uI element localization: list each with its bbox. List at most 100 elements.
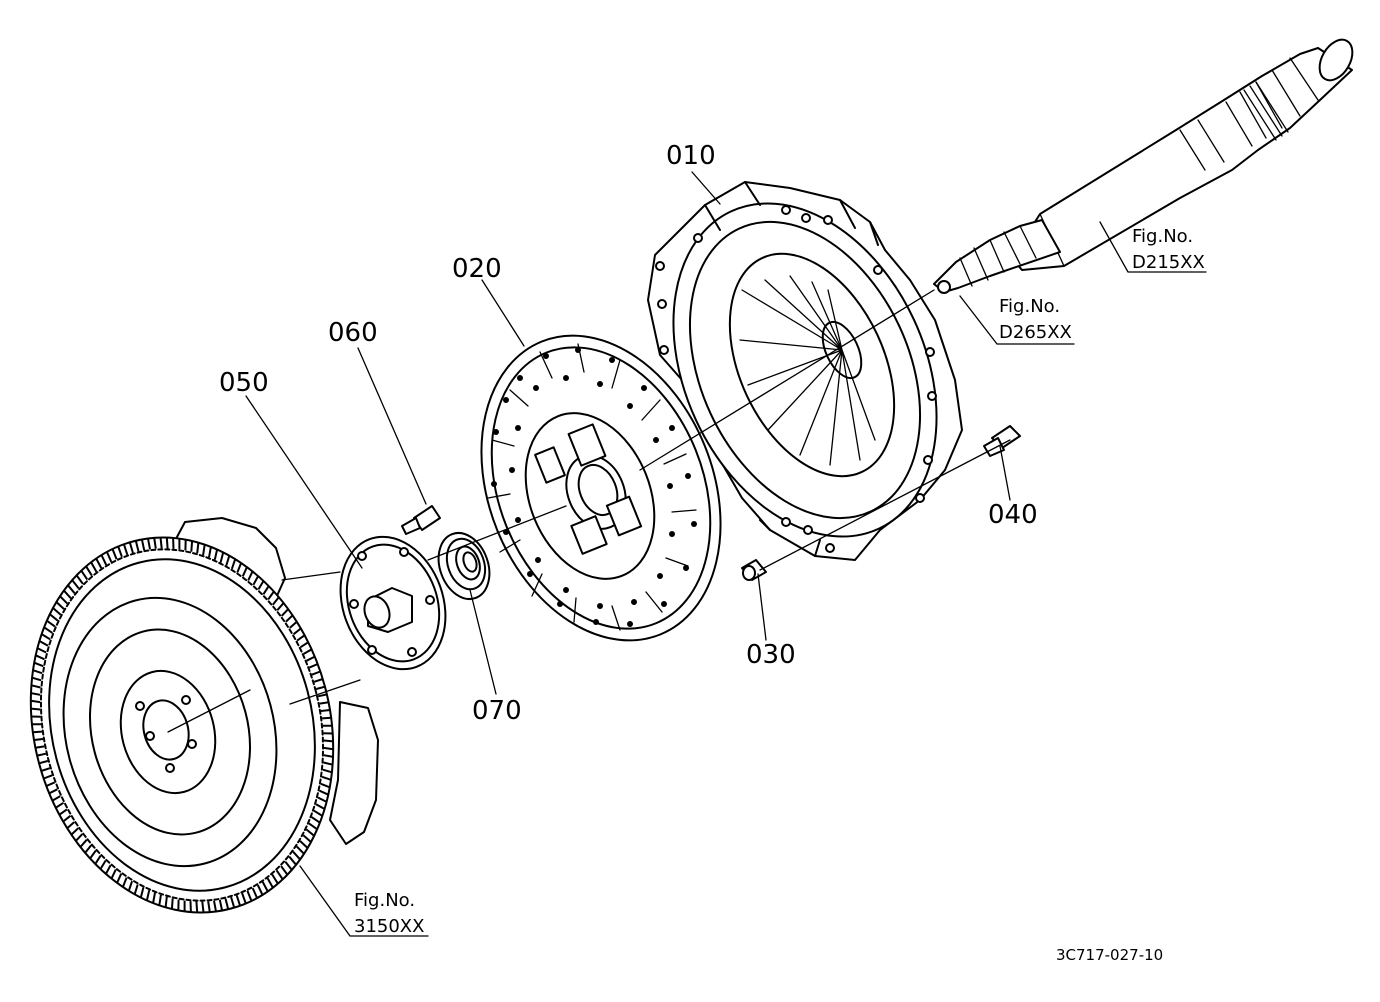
ring-gear-tooth: [45, 781, 55, 787]
ring-gear-tooth: [299, 840, 309, 849]
ring-gear-tooth: [35, 654, 45, 661]
ring-gear-tooth: [295, 845, 305, 855]
ring-gear-tooth: [105, 551, 113, 563]
drawing-code: 3C717-027-10: [1056, 946, 1163, 964]
ring-gear-tooth: [319, 789, 329, 796]
ring-gear-tooth: [313, 678, 324, 683]
ring-gear-tooth: [323, 746, 334, 751]
ring-gear-tooth: [267, 590, 275, 600]
fig-ref-d215-caption: Fig.No.: [1132, 226, 1193, 247]
ring-gear-tooth: [280, 608, 289, 617]
clutch-disc: [480, 334, 722, 642]
ring-gear-tooth: [147, 538, 151, 550]
ring-gear-tooth: [311, 670, 321, 676]
ring-gear-tooth: [309, 663, 319, 669]
ring-gear-tooth: [40, 767, 51, 772]
ring-gear-tooth: [251, 887, 259, 899]
ring-gear-tooth: [128, 542, 134, 554]
spline-shaft: [933, 219, 1061, 294]
ring-gear-tooth: [311, 816, 321, 824]
ring-gear-tooth: [241, 892, 247, 904]
assembly-axis-lines: [167, 289, 1011, 733]
ring-gear-tooth: [31, 684, 41, 689]
ring-gear-tooth: [75, 833, 84, 842]
label-070: 070: [472, 696, 522, 726]
ring-gear-tooth: [288, 856, 297, 866]
ring-gear-tooth: [58, 808, 68, 816]
ring-gear-tooth: [30, 692, 41, 696]
ring-gear-tooth: [95, 558, 103, 569]
ring-gear-tooth: [55, 801, 65, 809]
ring-gear-tooth: [111, 548, 118, 560]
ring-gear-tooth: [85, 565, 93, 577]
ring-gear-tooth: [305, 828, 315, 837]
ring-gear-tooth: [33, 738, 44, 741]
ring-gear-tooth: [90, 561, 98, 573]
ring-gear-tooth: [195, 901, 199, 913]
ring-gear-tooth: [71, 579, 80, 590]
ring-gear-tooth: [299, 641, 309, 649]
ring-gear-tooth: [100, 554, 108, 566]
fig-ref-d265-number: D265XX: [999, 322, 1072, 343]
ring-gear-tooth: [321, 775, 332, 781]
ring-gear-tooth: [190, 540, 194, 552]
ring-gear-tooth: [43, 774, 53, 780]
ring-gear-tooth: [284, 860, 293, 871]
ring-gear-tooth: [320, 709, 331, 712]
ring-gear-tooth: [48, 788, 58, 795]
ring-gear-tooth: [317, 796, 328, 803]
ring-gear-tooth: [313, 809, 323, 817]
clutch-cover: [647, 181, 963, 561]
ring-gear-tooth: [257, 580, 265, 590]
ring-gear-tooth: [170, 898, 174, 910]
ring-gear-tooth: [84, 844, 92, 854]
ring-gear-tooth: [52, 607, 62, 616]
ring-gear-tooth: [241, 566, 248, 577]
ring-gear-tooth: [139, 887, 145, 898]
ring-gear-tooth: [323, 761, 333, 766]
ring-gear-tooth: [152, 892, 156, 904]
ring-gear-tooth: [59, 595, 69, 605]
ring-gear-tooth: [38, 640, 49, 647]
ring-gear-tooth: [105, 864, 112, 875]
ring-gear-tooth: [319, 701, 329, 705]
ring-gear-tooth: [280, 865, 289, 876]
ring-gear-tooth: [36, 752, 47, 757]
label-060: 060: [328, 318, 378, 348]
ring-gear-tooth: [140, 539, 146, 551]
ring-gear-tooth: [315, 803, 326, 810]
ring-gear-tooth: [134, 540, 140, 552]
ring-gear-tooth: [308, 822, 318, 831]
fig-ref-3150-number: 3150XX: [354, 916, 424, 937]
ring-gear-tooth: [322, 716, 332, 720]
ring-gear-tooth: [320, 782, 331, 789]
ring-gear-tooth: [133, 884, 139, 895]
ring-gear-tooth: [159, 537, 163, 549]
ring-gear-tooth: [55, 601, 65, 610]
ring-gear-tooth: [63, 589, 72, 599]
ring-gear-tooth: [70, 827, 79, 836]
ring-gear-tooth: [235, 894, 242, 907]
ring-gear-tooth: [230, 558, 237, 570]
ring-gear-tooth: [117, 546, 123, 558]
ring-gear-tooth: [35, 745, 45, 749]
ring-gear-tooth: [153, 537, 157, 549]
ring-gear-tooth: [33, 661, 44, 668]
ring-gear-tooth: [36, 647, 47, 654]
leader-lines: [245, 171, 1207, 937]
ring-gear-tooth: [236, 562, 243, 573]
ring-gear-tooth: [30, 699, 41, 704]
ring-gear-tooth: [89, 850, 97, 860]
ring-gear-teeth: [30, 537, 334, 913]
ring-gear-tooth: [51, 795, 61, 802]
ring-gear-tooth: [202, 544, 206, 556]
ring-gear-tooth: [41, 633, 51, 641]
flywheel-adapter: [339, 535, 447, 671]
ring-gear-tooth: [276, 602, 285, 611]
ring-gear-tooth: [62, 815, 72, 823]
ring-gear-tooth: [80, 570, 89, 581]
ring-gear-tooth: [158, 894, 162, 906]
ring-gear-tooth: [271, 873, 279, 885]
ring-gear-tooth: [262, 585, 270, 595]
